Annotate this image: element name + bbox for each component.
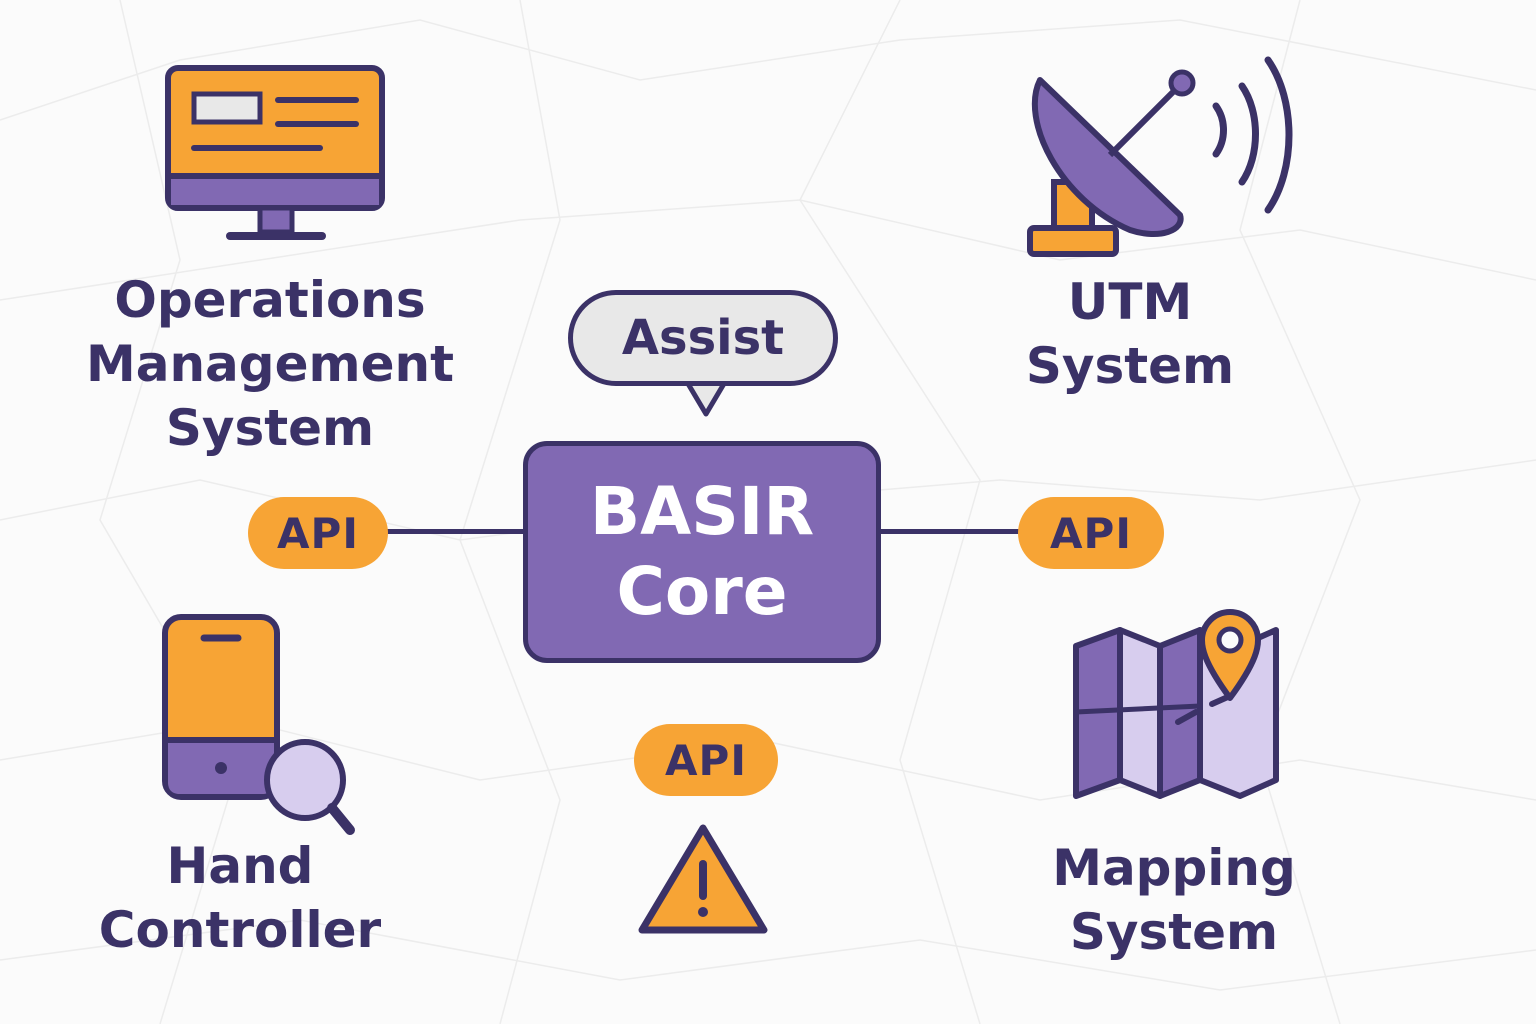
- mapping-label: Mapping System: [1024, 836, 1324, 964]
- core-label-line2: Core: [616, 553, 788, 630]
- assist-label: Assist: [621, 310, 785, 366]
- ops-label: Operations Management System: [70, 268, 470, 460]
- warning-triangle-icon: [638, 824, 768, 934]
- api-badge-left: API: [248, 497, 388, 569]
- ops-label-line1: Operations: [114, 271, 426, 329]
- basir-core-box: BASIR Core: [523, 441, 881, 663]
- assist-bubble-tail: [684, 380, 728, 417]
- api-badge-bottom: API: [634, 724, 778, 796]
- ops-label-line2: Management: [85, 335, 455, 393]
- hand-label: Hand Controller: [90, 834, 390, 962]
- map-pin-icon: [1073, 609, 1279, 799]
- utm-label-line1: UTM: [1067, 273, 1193, 331]
- assist-bubble: Assist: [568, 290, 838, 386]
- monitor-icon: [165, 65, 385, 240]
- connector-right: [880, 529, 1020, 534]
- mapping-label-line1: Mapping: [1052, 839, 1296, 897]
- connector-left: [386, 529, 524, 534]
- phone-search-icon: [162, 614, 355, 835]
- hand-label-line2: Controller: [98, 901, 382, 959]
- core-label-line1: BASIR: [589, 473, 815, 550]
- utm-label: UTM System: [980, 270, 1280, 398]
- satellite-dish-icon: [1027, 56, 1293, 257]
- utm-label-line2: System: [1025, 337, 1235, 395]
- mapping-label-line2: System: [1069, 903, 1279, 961]
- hand-label-line1: Hand: [166, 837, 314, 895]
- api-badge-right: API: [1018, 497, 1164, 569]
- ops-label-line3: System: [165, 399, 375, 457]
